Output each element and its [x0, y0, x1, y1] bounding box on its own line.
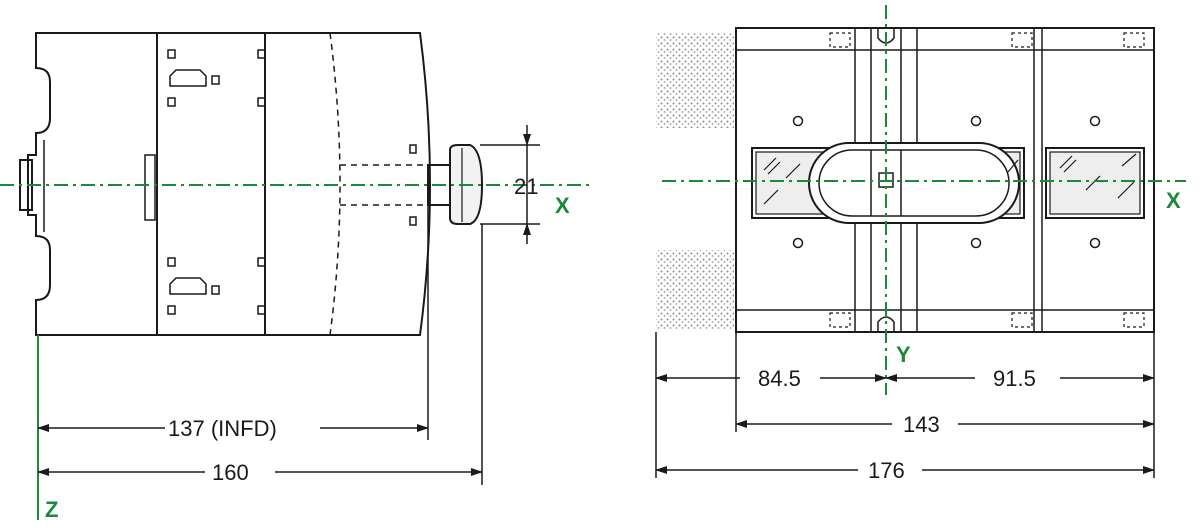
side-body-outline [27, 32, 431, 336]
front-axis-x-label: X [1166, 188, 1181, 213]
dim-84-5-label: 84.5 [758, 366, 801, 391]
dim-176-label: 176 [868, 458, 905, 483]
dim-21-label: 21 [514, 174, 538, 199]
adjacent-wall-top [656, 33, 734, 128]
front-axis-y-label: Y [896, 342, 911, 367]
dim-91-5-label: 91.5 [993, 366, 1036, 391]
adjacent-wall-bottom [656, 250, 734, 330]
front-axis-lines [662, 5, 1186, 395]
side-axis-x-label: X [555, 193, 570, 218]
front-dimensions [655, 332, 1155, 478]
front-view [735, 27, 1155, 333]
rotary-handle [808, 142, 1020, 224]
side-axis-lines [0, 184, 590, 520]
dim-143-label: 143 [903, 412, 940, 437]
side-dimensions [37, 125, 540, 485]
dim-137-label: 137 (INFD) [168, 416, 277, 441]
dim-160-label: 160 [212, 460, 249, 485]
side-axis-z-label: Z [45, 497, 58, 522]
